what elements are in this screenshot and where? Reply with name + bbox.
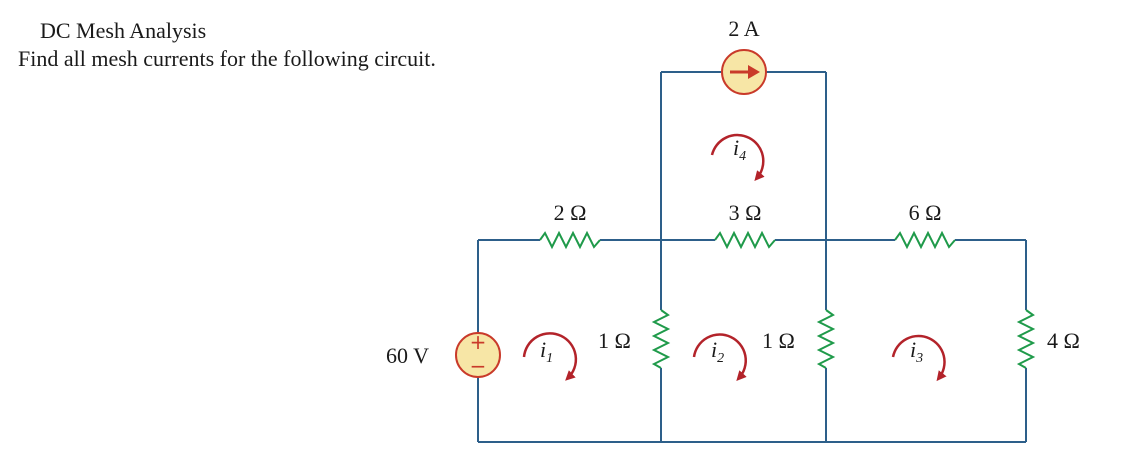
mesh-label-i2: i2 xyxy=(711,337,724,366)
current-source xyxy=(721,49,767,95)
mesh-label-i3: i3 xyxy=(910,337,923,366)
resistor-6-ohm xyxy=(894,230,956,250)
circuit-wires xyxy=(477,71,1027,443)
mesh-label-i1: i1 xyxy=(540,337,553,366)
voltage-source: + − xyxy=(455,330,501,378)
label-resistor-1-ohm-middle: 1 Ω xyxy=(762,328,795,353)
resistor-1-ohm-middle xyxy=(816,309,836,369)
resistor-3-ohm xyxy=(714,230,776,250)
label-resistor-6-ohm: 6 Ω xyxy=(909,200,942,225)
minus-icon: − xyxy=(470,354,487,378)
voltage-source-body xyxy=(455,332,501,378)
resistor-1-ohm-left xyxy=(651,309,671,369)
label-resistor-4-ohm: 4 Ω xyxy=(1047,328,1080,353)
mesh-arrow-i3 xyxy=(891,334,947,382)
resistor-4-ohm xyxy=(1016,309,1036,369)
mesh-arrow-i1 xyxy=(522,332,578,381)
label-current-source: 2 A xyxy=(728,16,759,41)
mesh-label-i4: i4 xyxy=(733,135,746,164)
page-title: DC Mesh Analysis xyxy=(40,18,207,43)
mesh-arrow-i2 xyxy=(692,333,747,381)
right-arrow-icon xyxy=(748,65,760,79)
label-resistor-1-ohm-left: 1 Ω xyxy=(598,328,631,353)
label-resistor-3-ohm: 3 Ω xyxy=(729,200,762,225)
label-voltage-source: 60 V xyxy=(386,343,429,368)
plus-icon: + xyxy=(470,330,487,354)
resistor-2-ohm xyxy=(539,230,601,250)
mesh-arrow-i4 xyxy=(710,133,765,182)
problem-statement: Find all mesh currents for the following… xyxy=(18,46,436,71)
label-resistor-2-ohm: 2 Ω xyxy=(554,200,587,225)
